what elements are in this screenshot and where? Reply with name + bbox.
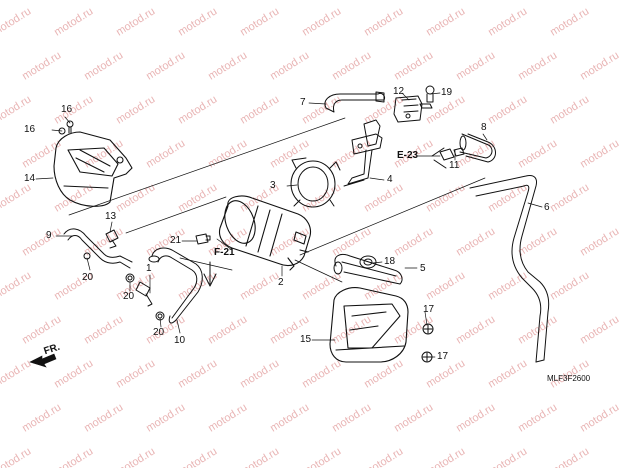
- label-part-17a: 17: [423, 304, 435, 315]
- hose-5: [333, 253, 403, 285]
- hose-9: [63, 228, 133, 269]
- bolt-21: [195, 233, 211, 245]
- label-part-8: 8: [481, 122, 487, 133]
- canister-2: [218, 195, 312, 271]
- label-part-11: 11: [449, 160, 460, 171]
- solenoid-valve-12: [393, 95, 433, 123]
- leader-lines: [35, 92, 543, 358]
- label-part-2: 2: [278, 277, 284, 288]
- label-part-3: 3: [270, 180, 276, 191]
- tube-6: [469, 175, 550, 363]
- clamp-18: [359, 255, 377, 269]
- hose-7: [324, 91, 385, 113]
- connection-lines: [68, 117, 486, 283]
- label-part-18: 18: [384, 256, 396, 267]
- label-part-16b: 16: [24, 124, 36, 135]
- label-part-9: 9: [46, 230, 52, 241]
- bolt-19: [425, 85, 435, 103]
- label-part-21: 21: [170, 235, 182, 246]
- label-part-20a: 20: [82, 272, 94, 283]
- band-3: [290, 157, 341, 208]
- diagram-code: MLF3F2600: [547, 374, 591, 383]
- screws-17: [421, 323, 434, 363]
- hose-10: [148, 247, 203, 324]
- clip-13: [105, 229, 119, 249]
- label-part-16a: 16: [61, 104, 73, 115]
- screws-16: [58, 120, 74, 135]
- label-part-13: 13: [105, 211, 117, 222]
- bracket-4: [343, 119, 383, 187]
- reference-f21: F-21: [214, 247, 235, 258]
- label-part-1: 1: [146, 263, 152, 274]
- hose-8: [459, 133, 496, 163]
- label-part-14: 14: [24, 173, 36, 184]
- reference-e23: E-23: [397, 150, 419, 161]
- cover-15: [329, 287, 409, 363]
- label-part-17b: 17: [437, 351, 449, 362]
- label-part-15: 15: [300, 334, 312, 345]
- cover-14: [53, 131, 133, 207]
- joint-11: [439, 147, 465, 161]
- label-part-10: 10: [174, 335, 186, 346]
- label-part-12: 12: [393, 86, 405, 97]
- label-part-19: 19: [441, 87, 453, 98]
- ref-arrow-f21: [203, 261, 217, 287]
- label-part-4: 4: [387, 174, 393, 185]
- label-part-20b: 20: [123, 291, 135, 302]
- label-part-7: 7: [300, 97, 306, 108]
- clamp-20c: [155, 311, 165, 321]
- clamp-20a: [125, 273, 135, 283]
- label-part-6: 6: [544, 202, 550, 213]
- label-part-20c: 20: [153, 327, 165, 338]
- ref-arrow-e23: [431, 147, 447, 169]
- front-arrow-icon: [29, 353, 57, 368]
- label-part-5: 5: [420, 263, 426, 274]
- joint-1: [135, 281, 153, 307]
